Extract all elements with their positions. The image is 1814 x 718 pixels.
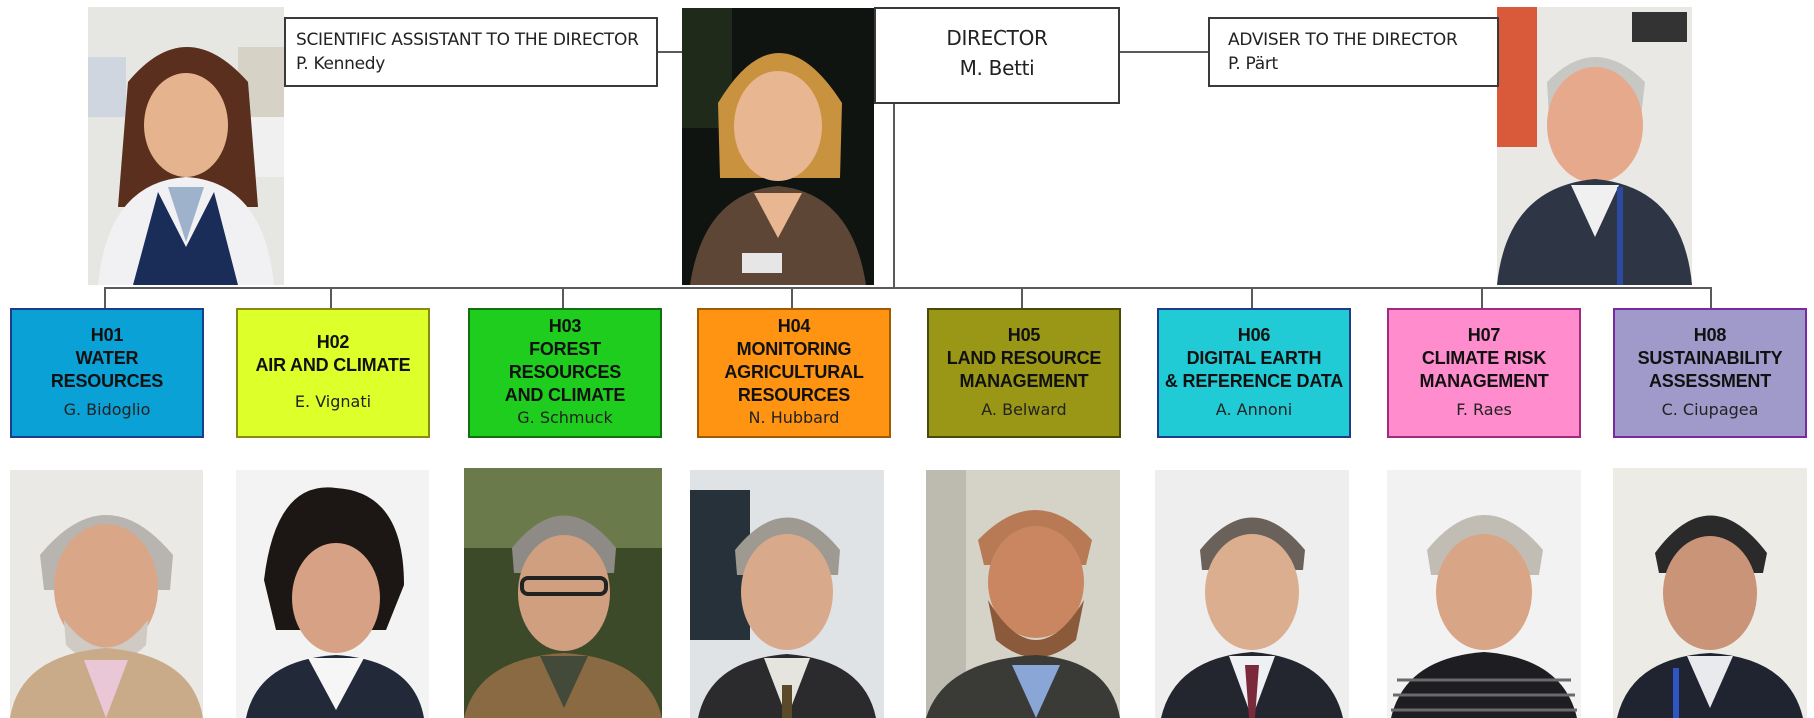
unit-head-photo-h02	[236, 470, 429, 718]
director-box: DIRECTOR M. Betti	[874, 7, 1120, 104]
unit-code: H06	[1237, 324, 1271, 345]
unit-head: G. Schmuck	[517, 408, 613, 427]
unit-name: MONITORING AGRICULTURAL RESOURCES	[724, 339, 864, 405]
unit-head: A. Annoni	[1215, 399, 1293, 419]
unit-head-photo-h08	[1613, 468, 1807, 718]
unit-name: AIR AND CLIMATE	[255, 355, 411, 375]
unit-drop-line-h02	[330, 287, 332, 309]
unit-drop-line-h07	[1481, 287, 1483, 309]
assistant-photo	[88, 7, 284, 285]
unit-box-h01: H01 WATER RESOURCES G. Bidoglio	[10, 308, 204, 438]
adviser-title: ADVISER TO THE DIRECTOR	[1228, 30, 1458, 50]
director-title: DIRECTOR	[946, 26, 1048, 50]
unit-box-h02: H02 AIR AND CLIMATE E. Vignati	[236, 308, 430, 438]
unit-box-h04: H04 MONITORING AGRICULTURAL RESOURCES N.…	[697, 308, 891, 438]
unit-code: H08	[1693, 324, 1727, 345]
unit-box-h07: H07 CLIMATE RISK MANAGEMENT F. Raes	[1387, 308, 1581, 438]
unit-code: H07	[1467, 324, 1501, 345]
director-photo	[682, 8, 874, 285]
adviser-link-line	[1118, 51, 1210, 53]
unit-head: N. Hubbard	[748, 408, 840, 427]
unit-head: G. Bidoglio	[63, 399, 151, 419]
unit-head: F. Raes	[1456, 399, 1512, 419]
scientific-assistant-name: P. Kennedy	[296, 54, 386, 74]
unit-head: A. Belward	[981, 399, 1067, 419]
adviser-photo	[1497, 7, 1692, 285]
director-name: M. Betti	[959, 56, 1035, 80]
unit-name: CLIMATE RISK MANAGEMENT	[1419, 347, 1549, 391]
unit-code: H03	[548, 316, 582, 336]
director-trunk-line	[893, 102, 895, 289]
unit-code: H05	[1007, 324, 1041, 345]
unit-box-h05: H05 LAND RESOURCE MANAGEMENT A. Belward	[927, 308, 1121, 438]
unit-name: LAND RESOURCE MANAGEMENT	[946, 347, 1102, 391]
assistant-link-line	[656, 51, 682, 53]
unit-drop-line-h08	[1710, 287, 1712, 309]
unit-name: FOREST RESOURCES AND CLIMATE	[504, 339, 626, 405]
unit-head-photo-h07	[1387, 470, 1581, 718]
unit-name: SUSTAINABILITY ASSESSMENT	[1637, 347, 1783, 391]
adviser-name: P. Pärt	[1228, 54, 1278, 74]
unit-drop-line-h06	[1251, 287, 1253, 309]
adviser-box: ADVISER TO THE DIRECTOR P. Pärt	[1208, 17, 1499, 87]
unit-head-photo-h05	[926, 470, 1120, 718]
unit-head-photo-h06	[1155, 470, 1349, 718]
unit-drop-line-h05	[1021, 287, 1023, 309]
unit-head: E. Vignati	[294, 392, 372, 411]
scientific-assistant-title: SCIENTIFIC ASSISTANT TO THE DIRECTOR	[296, 30, 639, 50]
unit-drop-line-h03	[562, 287, 564, 309]
unit-name: DIGITAL EARTH & REFERENCE DATA	[1164, 347, 1344, 391]
unit-head: C. Ciupagea	[1661, 399, 1759, 419]
unit-name: WATER RESOURCES	[50, 347, 164, 391]
unit-box-h03: H03 FOREST RESOURCES AND CLIMATE G. Schm…	[468, 308, 662, 438]
unit-box-h08: H08 SUSTAINABILITY ASSESSMENT C. Ciupage…	[1613, 308, 1807, 438]
units-bus-line	[104, 287, 1712, 289]
unit-code: H02	[316, 332, 350, 352]
unit-box-h06: H06 DIGITAL EARTH & REFERENCE DATA A. An…	[1157, 308, 1351, 438]
unit-code: H04	[777, 316, 811, 336]
unit-drop-line-h01	[104, 287, 106, 309]
unit-drop-line-h04	[791, 287, 793, 309]
unit-head-photo-h03	[464, 468, 662, 718]
unit-head-photo-h01	[10, 470, 203, 718]
unit-code: H01	[90, 324, 124, 345]
scientific-assistant-box: SCIENTIFIC ASSISTANT TO THE DIRECTOR P. …	[284, 17, 658, 87]
unit-head-photo-h04	[690, 470, 884, 718]
